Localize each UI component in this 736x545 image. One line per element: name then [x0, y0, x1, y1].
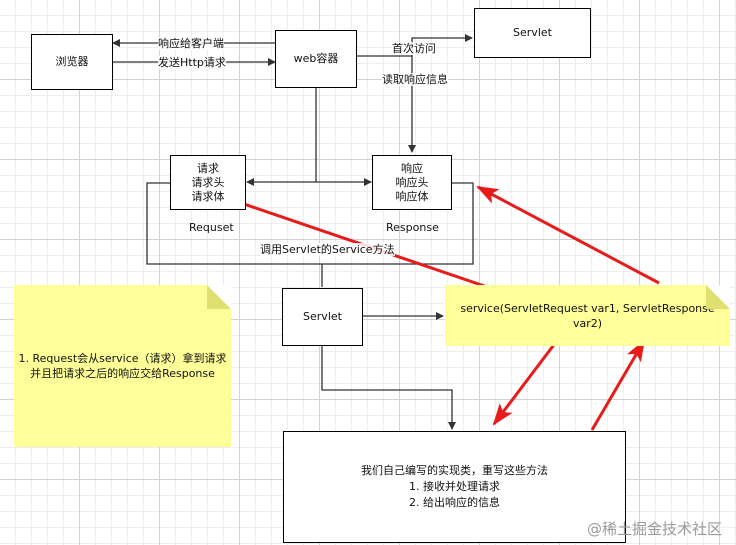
servlet-top-label: Servlet — [513, 26, 552, 39]
label-first-access: 首次访问 — [392, 42, 436, 55]
label-response-to-client: 响应给客户端 — [158, 37, 224, 50]
impl-class-node: 我们自己编写的实现类，重写这些方法 1. 接收并处理请求 2. 给出响应的信息 — [283, 431, 626, 543]
caption-request: Requset — [189, 221, 234, 234]
request-line-2: 请求头 — [191, 175, 225, 189]
watermark: @稀土掘金技术社区 — [586, 520, 722, 538]
response-line-2: 响应头 — [395, 175, 429, 189]
note-fold-corner — [706, 285, 730, 309]
response-line-1: 响应 — [401, 161, 423, 175]
edge-service-loop — [146, 182, 474, 265]
left-note: 1. Request会从service（请求）拿到请求 并且把请求之后的响应交给… — [14, 285, 231, 447]
label-read-response-info: 读取响应信息 — [382, 73, 448, 86]
impl-class-title: 我们自己编写的实现类，重写这些方法 — [361, 464, 548, 477]
response-node: 响应 响应头 响应体 — [372, 155, 452, 210]
impl-class-item-1: 1. 接收并处理请求 — [409, 480, 500, 493]
label-call-service: 调用Servlet的Service方法 — [260, 243, 395, 256]
web-container-label: web容器 — [293, 52, 339, 65]
red-arrow-impl-to-service — [590, 339, 646, 431]
impl-class-item-2: 2. 给出响应的信息 — [409, 496, 500, 509]
response-line-3: 响应体 — [395, 189, 429, 203]
left-note-line-2: 并且把请求之后的响应交给Response — [30, 367, 215, 380]
servlet-mid-label: Servlet — [303, 310, 342, 323]
web-container-node: web容器 — [275, 30, 357, 88]
red-arrow-service-to-impl — [492, 341, 558, 426]
edge-servlet-to-impl — [321, 346, 456, 430]
request-line-1: 请求 — [197, 161, 219, 175]
caption-response: Response — [386, 221, 439, 234]
service-note-text: service(ServletRequest var1, ServletResp… — [460, 301, 715, 330]
browser-node: 浏览器 — [31, 34, 113, 90]
left-note-line-1: 1. Request会从service（请求）拿到请求 — [18, 352, 227, 365]
request-node: 请求 请求头 请求体 — [170, 155, 246, 210]
note-fold-corner — [207, 285, 231, 309]
browser-label: 浏览器 — [55, 55, 89, 68]
label-send-http-request: 发送Http请求 — [158, 56, 226, 69]
servlet-top-node: Servlet — [474, 8, 591, 58]
request-line-3: 请求体 — [191, 189, 225, 203]
service-note: service(ServletRequest var1, ServletResp… — [445, 285, 730, 346]
red-arrow-service-to-response — [476, 185, 660, 285]
servlet-mid-node: Servlet — [282, 288, 363, 346]
